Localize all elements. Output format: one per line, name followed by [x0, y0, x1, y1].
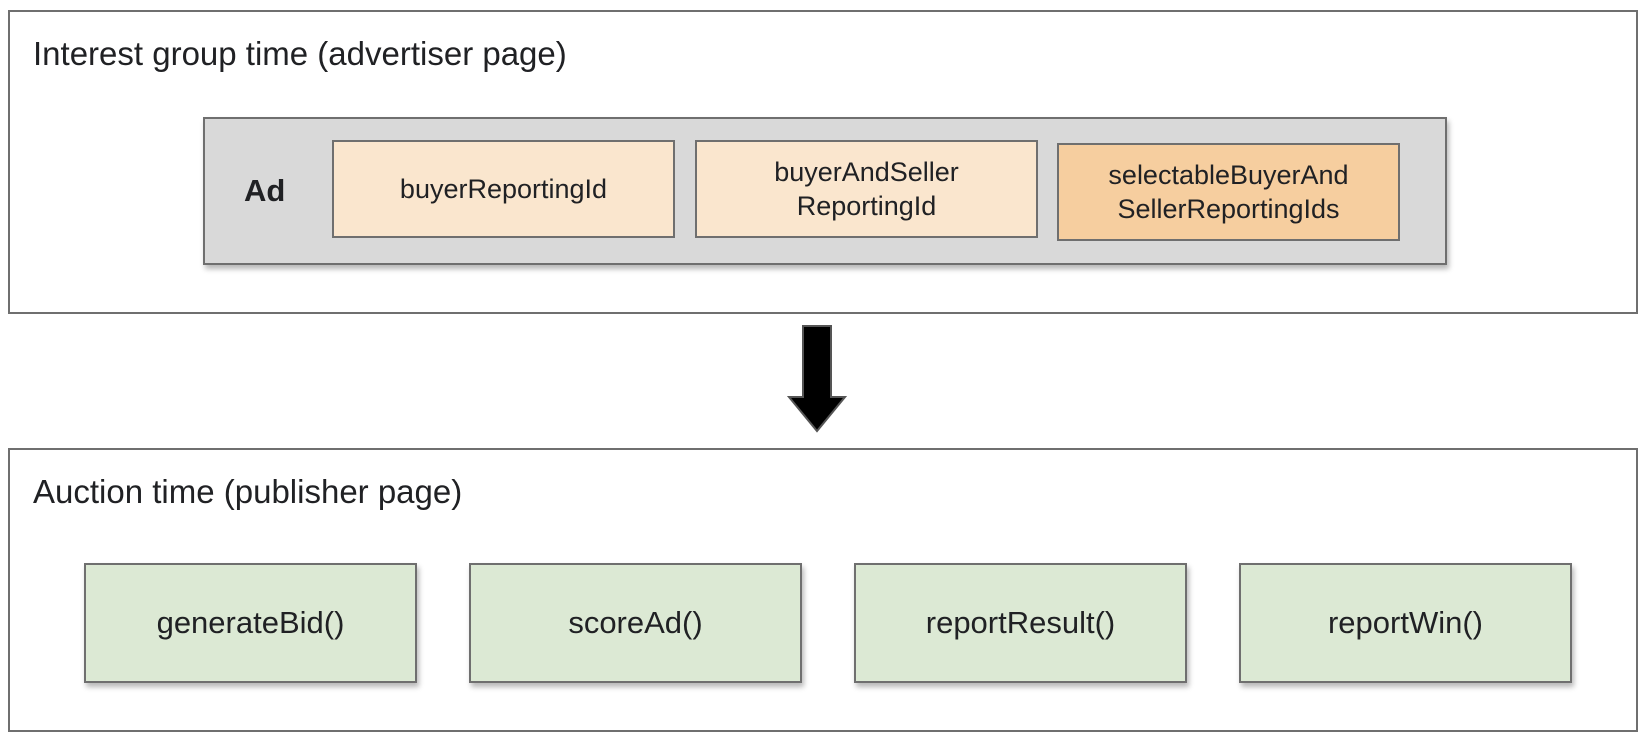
- selectable-buyer-and-seller-reporting-ids-box: selectableBuyerAnd SellerReportingIds: [1057, 143, 1400, 241]
- report-result-box: reportResult(): [854, 563, 1187, 683]
- ad-container: Ad buyerReportingId buyerAndSeller Repor…: [203, 117, 1447, 265]
- down-arrow-icon: [787, 325, 847, 433]
- interest-group-title: Interest group time (advertiser page): [33, 35, 567, 72]
- score-ad-box: scoreAd(): [469, 563, 802, 683]
- buyer-and-seller-reporting-id-box: buyerAndSeller ReportingId: [695, 140, 1038, 238]
- field-line: buyerReportingId: [399, 174, 608, 204]
- buyer-reporting-id-label: buyerReportingId: [400, 172, 607, 206]
- field-line: ReportingId: [796, 191, 937, 221]
- selectable-buyer-and-seller-reporting-ids-label: selectableBuyerAnd SellerReportingIds: [1108, 158, 1348, 226]
- buyer-reporting-id-box: buyerReportingId: [332, 140, 675, 238]
- ad-label: Ad: [244, 173, 286, 208]
- generate-bid-box: generateBid(): [84, 563, 417, 683]
- field-line: selectableBuyerAnd: [1108, 160, 1349, 190]
- auction-panel: Auction time (publisher page) generateBi…: [8, 448, 1638, 732]
- report-win-box: reportWin(): [1239, 563, 1572, 683]
- field-line: buyerAndSeller: [774, 157, 959, 187]
- interest-group-panel: Interest group time (advertiser page) Ad…: [8, 10, 1638, 314]
- auction-title: Auction time (publisher page): [33, 473, 463, 510]
- buyer-and-seller-reporting-id-label: buyerAndSeller ReportingId: [774, 155, 959, 223]
- field-line: SellerReportingIds: [1117, 194, 1340, 224]
